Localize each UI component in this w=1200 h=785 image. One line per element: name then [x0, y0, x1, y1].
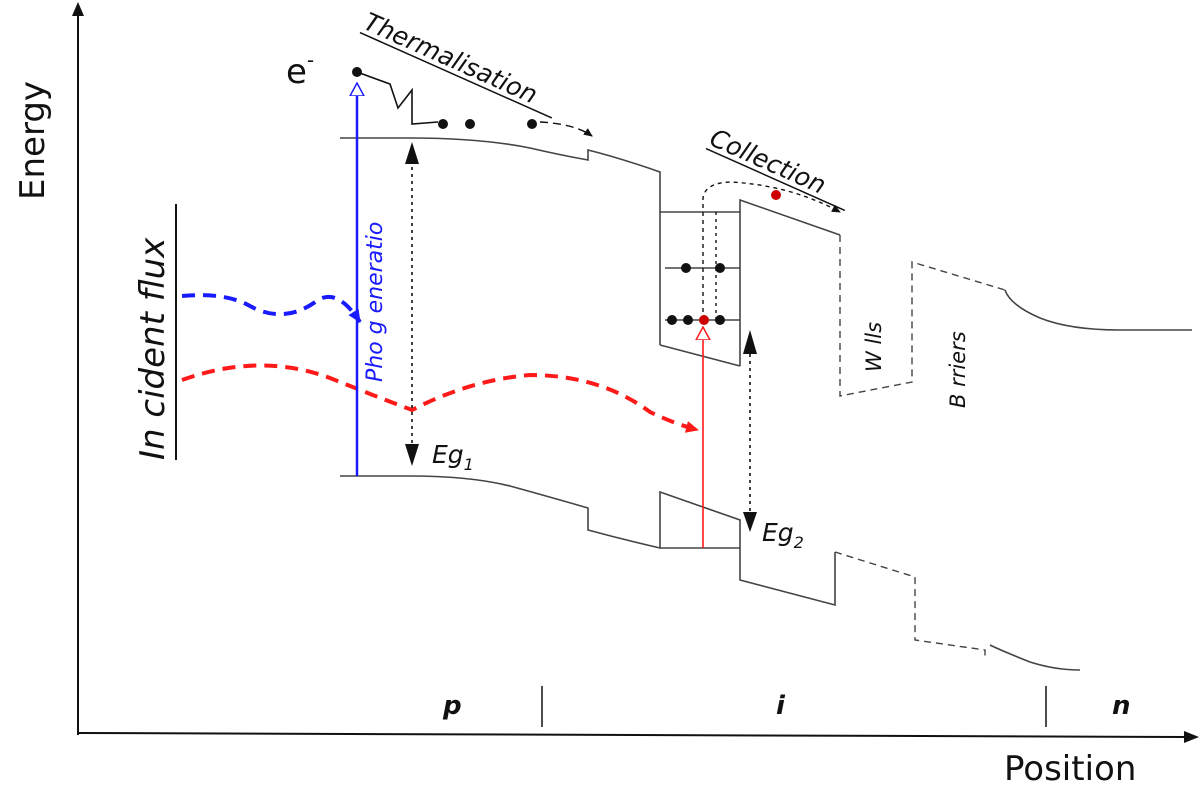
valence-band — [340, 475, 836, 607]
electron-dot — [527, 119, 537, 129]
electron-dot — [715, 315, 725, 325]
thermalisation-label-group: Thermalisation — [360, 7, 553, 119]
quantum-well — [659, 212, 741, 367]
region-p-label: p — [442, 691, 462, 721]
incident-flux-label: In cident flux — [133, 237, 173, 460]
electron-dot — [465, 119, 475, 129]
red-photon-wave — [181, 363, 699, 433]
x-axis-arrow-icon — [1184, 731, 1199, 743]
eg1-arrow — [405, 142, 419, 466]
well-bottom — [659, 344, 741, 367]
valence-band-extension — [834, 551, 986, 660]
conduction-band-extension — [839, 235, 1006, 397]
electron-dot — [667, 315, 677, 325]
valence-band-n — [989, 644, 1081, 671]
conduction-band — [340, 137, 841, 236]
blue-photon-wave — [181, 293, 362, 324]
incident-flux-label-group: In cident flux — [133, 204, 177, 460]
region-n-label: n — [1112, 691, 1131, 721]
axes — [72, 2, 1199, 743]
eg2-arrow — [743, 330, 757, 532]
electron-dot — [715, 263, 725, 273]
wells-label: W lls — [862, 322, 886, 372]
collection-label-group: Collection — [706, 123, 846, 212]
region-i-label: i — [776, 691, 786, 721]
photogeneration-label: Pho g eneratio — [363, 222, 388, 382]
collected-electron-dot — [771, 190, 781, 200]
thermalisation-arrow — [539, 121, 593, 137]
electron-label: e- — [286, 48, 314, 92]
thermalisation-zigzag — [356, 71, 439, 125]
electron-dot — [681, 263, 691, 273]
electron-dot — [352, 67, 362, 77]
conduction-band-n — [1004, 289, 1192, 331]
collection-arrow — [702, 181, 841, 320]
barriers-label: B rriers — [946, 331, 970, 408]
thermalisation-label: Thermalisation — [360, 7, 542, 109]
x-axis-line — [77, 732, 1187, 738]
collection-label: Collection — [706, 123, 831, 200]
electrons — [352, 67, 781, 325]
electron-dot — [699, 315, 709, 325]
eg1-label: Eg1 — [432, 440, 474, 474]
y-axis-arrow-icon — [72, 2, 84, 16]
eg2-label: Eg2 — [762, 518, 804, 552]
electron-dot — [438, 119, 448, 129]
electron-dot — [683, 315, 693, 325]
y-axis-title: Energy — [13, 81, 53, 200]
x-axis-title: Position — [1004, 749, 1136, 785]
